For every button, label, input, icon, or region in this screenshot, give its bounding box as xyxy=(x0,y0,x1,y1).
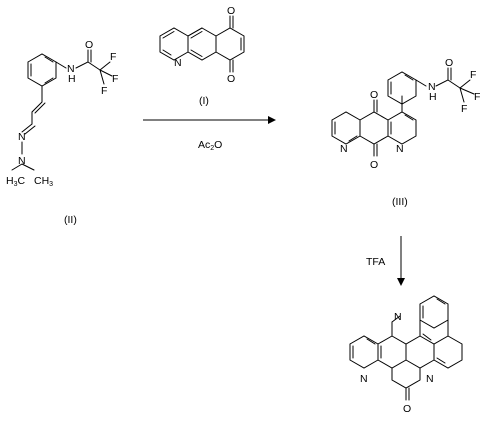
reaction-arrow-2 xyxy=(397,236,405,286)
compound-IV-atom-n2: N xyxy=(360,373,368,385)
reaction-arrow-1 xyxy=(143,116,276,124)
compound-III-atom-f1: F xyxy=(470,69,476,81)
compound-II-atom-n1: N xyxy=(18,131,26,143)
compound-III-label: (III) xyxy=(392,196,408,208)
compound-IV-atom-n3: N xyxy=(426,373,434,385)
compound-III-atom-h: H xyxy=(429,91,437,103)
compound-III-atom-f3: F xyxy=(461,103,467,115)
compound-III-atom-o: O xyxy=(445,57,453,69)
compound-III-structure: O O N N N H O F F F xyxy=(331,57,480,171)
compound-IV-atom-n1: N xyxy=(394,311,402,323)
compound-II-atom-n: N xyxy=(67,63,75,75)
compound-III-atom-n2: N xyxy=(396,143,404,155)
compound-II-methyl-right: CH3 xyxy=(34,175,53,188)
compound-I-structure: O O N xyxy=(159,5,245,85)
compound-II-atom-n2: N xyxy=(18,155,26,167)
compound-IV-structure: N N N O xyxy=(349,295,463,415)
compound-III-atom-n: N xyxy=(428,81,436,93)
reagent-step2: TFA xyxy=(366,256,385,268)
compound-II-methyl-left: H3C xyxy=(6,175,26,188)
compound-III-atom-o2: O xyxy=(370,159,378,171)
compound-II-atom-f2: F xyxy=(112,73,118,85)
compound-I-atom-n: N xyxy=(174,57,182,69)
compound-II-atom-f1: F xyxy=(110,51,116,63)
reagent-step1: Ac2O xyxy=(198,139,222,152)
compound-III-atom-f2: F xyxy=(474,91,480,103)
compound-II-atom-o: O xyxy=(85,39,93,51)
compound-I-atom-o2: O xyxy=(227,73,235,85)
compound-III-atom-o1: O xyxy=(370,89,378,101)
compound-II-label: (II) xyxy=(64,214,77,226)
compound-IV-atom-o: O xyxy=(403,403,411,415)
compound-II-atom-h: H xyxy=(68,73,76,85)
compound-II-structure: N H O F F F N N H3C CH3 xyxy=(6,39,118,188)
compound-I-atom-o1: O xyxy=(227,5,235,17)
compound-II-atom-f3: F xyxy=(101,85,107,97)
compound-I-label: (I) xyxy=(199,95,209,107)
compound-III-atom-n1: N xyxy=(340,143,348,155)
